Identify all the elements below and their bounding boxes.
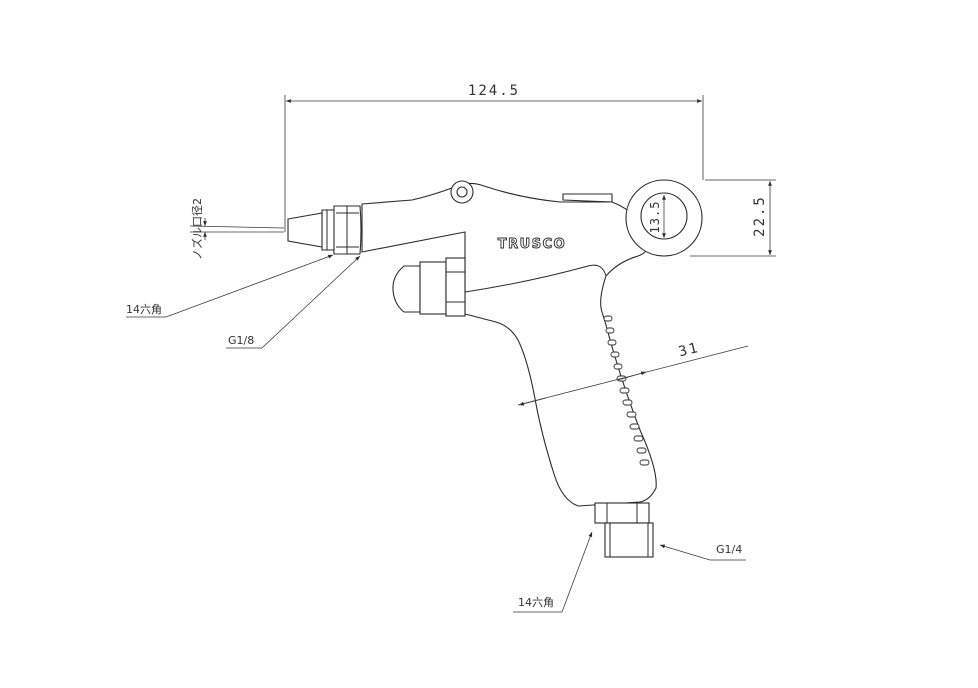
dimension-ring-inner: 13.5	[648, 195, 666, 238]
nozzle-diameter-label: ノズル口径2	[190, 198, 204, 260]
grip-ribs	[603, 315, 650, 466]
gun-housing	[361, 182, 657, 507]
dimension-ring-height: 22.5	[690, 179, 776, 257]
callout-thread-bottom: G1/4	[659, 543, 746, 561]
side-connector	[392, 257, 466, 317]
nozzle	[287, 209, 335, 251]
callout-nozzle-diameter: ノズル口径2	[189, 198, 285, 260]
grip-width-label: 31	[677, 340, 701, 361]
thread-front-label: G1/8	[228, 334, 254, 347]
overall-length-label: 124.5	[468, 83, 520, 99]
callout-hex-bottom: 14六角	[513, 531, 593, 613]
bottom-fitting	[594, 502, 654, 558]
dimension-grip-width: 31	[517, 340, 749, 406]
ring-inner-label: 13.5	[648, 201, 662, 234]
dimension-overall-length: 124.5	[284, 83, 704, 232]
air-gun-body: TRUSCO	[287, 179, 703, 558]
hex-bottom-label: 14六角	[518, 596, 554, 609]
brand-logo-text: TRUSCO	[498, 237, 566, 252]
hex-front-label: 14六角	[126, 303, 162, 316]
front-hex-nut	[332, 205, 362, 255]
thread-bottom-label: G1/4	[716, 543, 742, 556]
callout-hex-front: 14六角	[126, 254, 334, 318]
callout-thread-front: G1/8	[226, 255, 361, 349]
ring-height-label: 22.5	[752, 195, 768, 237]
